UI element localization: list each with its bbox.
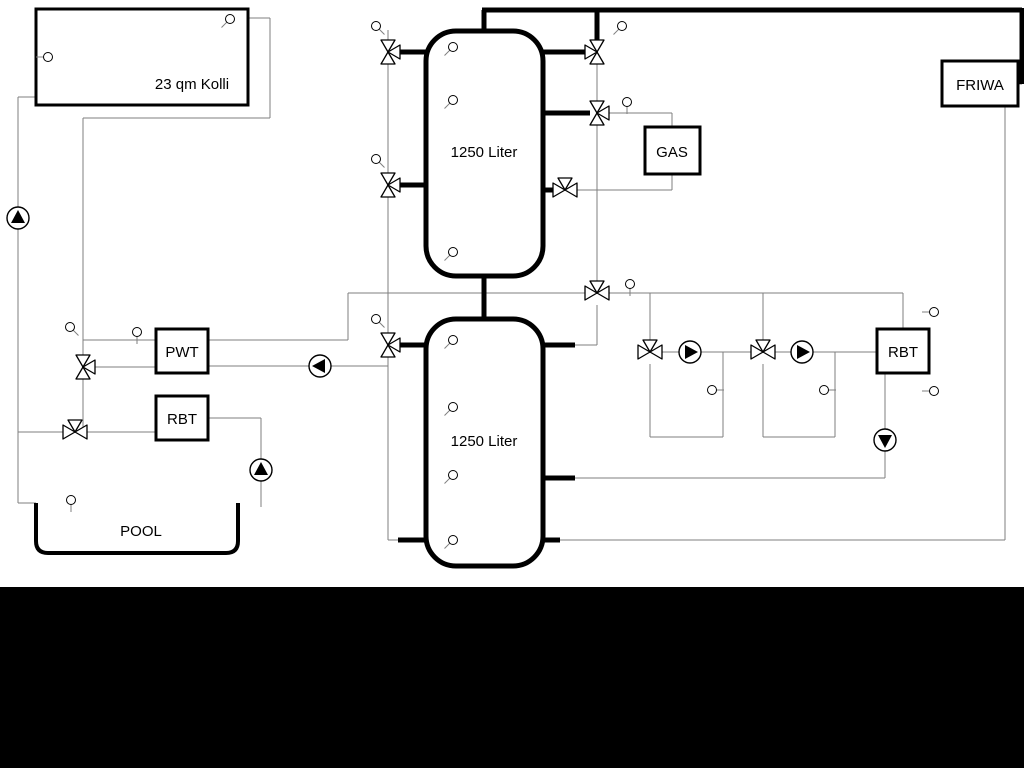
pool-label: POOL xyxy=(120,523,162,540)
collector-label: 23 qm Kolli xyxy=(155,76,229,93)
sensor-icon xyxy=(622,97,632,115)
three-way-valve-icon xyxy=(637,339,663,360)
three-way-valve-icon xyxy=(584,39,605,65)
three-way-valve-icon xyxy=(380,172,401,198)
tank-bottom-label: 1250 Liter xyxy=(451,433,518,450)
friwa-label: FRIWA xyxy=(956,77,1004,94)
solar-collector: 23 qm Kolli xyxy=(34,7,250,107)
sensor-icon xyxy=(369,19,389,39)
pipe-network-thin xyxy=(17,17,1022,541)
buffer-tank-bottom: 1250 Liter xyxy=(423,316,546,569)
three-way-valve-icon xyxy=(584,280,610,301)
three-way-valve-icon xyxy=(75,354,96,380)
rbt-left-label: RBT xyxy=(167,411,197,428)
pump-down-icon xyxy=(873,428,897,452)
buffer-tank-top: 1250 Liter xyxy=(423,28,546,279)
friwa-module: FRIWA xyxy=(940,59,1020,108)
sensor-icon xyxy=(66,495,76,513)
sensor-icon xyxy=(921,386,939,396)
sensor-icon xyxy=(707,385,725,395)
pipe-network-thick xyxy=(398,7,1024,543)
bottom-bar xyxy=(0,587,1024,768)
pump-left-icon xyxy=(308,354,332,378)
pwt-heat-exchanger: PWT xyxy=(154,327,210,375)
three-way-valve-icon xyxy=(380,39,401,65)
sensor-icon xyxy=(819,385,837,395)
sensor-icon xyxy=(369,312,389,332)
three-way-valve-icon xyxy=(589,100,610,126)
rbt-left-box: RBT xyxy=(154,394,210,442)
three-way-valve-icon xyxy=(750,339,776,360)
three-way-valve-icon xyxy=(552,177,578,198)
sensor-icon xyxy=(63,320,83,340)
gas-label: GAS xyxy=(656,144,688,161)
sensor-icon xyxy=(625,279,635,297)
pump-up-icon xyxy=(6,206,30,230)
sensor-icon xyxy=(609,19,629,39)
pump-right-icon xyxy=(790,340,814,364)
pwt-label: PWT xyxy=(165,344,198,361)
pump-right-icon xyxy=(678,340,702,364)
sensor-icon xyxy=(369,152,389,172)
gas-boiler: GAS xyxy=(643,125,702,176)
pool-basin: POOL xyxy=(34,503,240,555)
rbt-right-box: RBT xyxy=(875,327,931,375)
three-way-valve-icon xyxy=(380,332,401,358)
sensor-icon xyxy=(132,327,142,345)
pump-up-icon xyxy=(249,458,273,482)
sensor-icon xyxy=(921,307,939,317)
rbt-right-label: RBT xyxy=(888,344,918,361)
tank-top-label: 1250 Liter xyxy=(451,144,518,161)
